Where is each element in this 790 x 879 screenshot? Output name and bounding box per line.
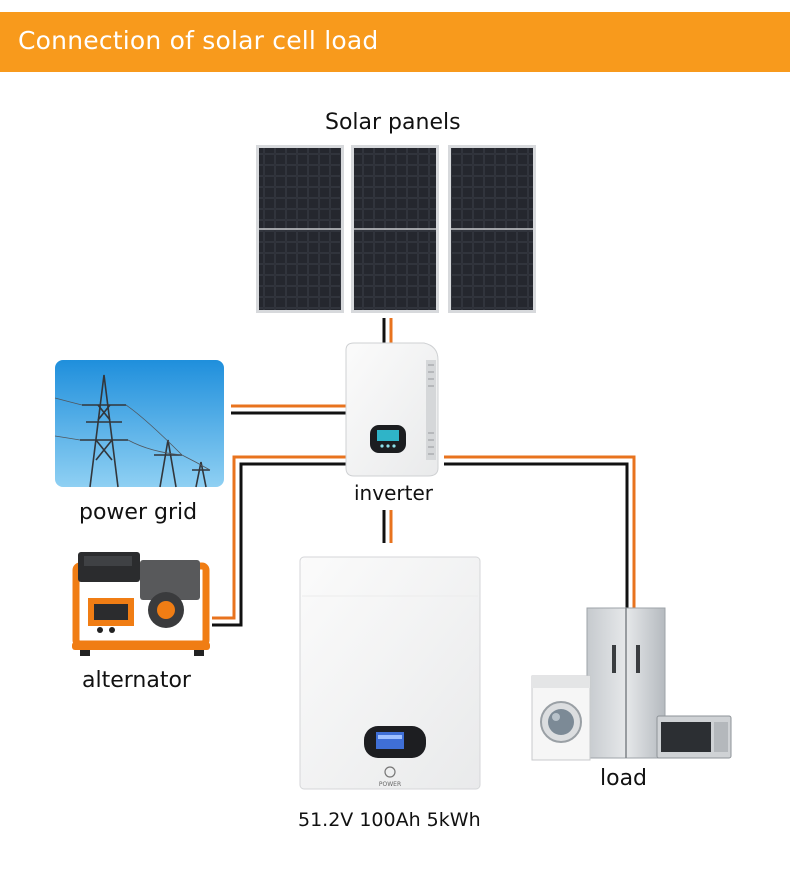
washing-machine-icon [531,675,591,761]
battery-spec-label: 51.2V 100Ah 5kWh [298,809,481,831]
wires [212,318,636,627]
power-grid-label: power grid [79,500,198,525]
solar-panel-icon [351,145,439,313]
inverter-label: inverter [354,481,433,505]
inverter-icon [345,342,439,477]
battery-brand-label: POWER [379,781,401,788]
refrigerator-icon [586,607,666,759]
solar-panels-label: Solar panels [325,110,461,135]
microwave-icon [656,715,732,759]
header-bar: Connection of solar cell load [0,12,790,72]
solar-panel-icon [256,145,344,313]
alternator-icon [72,552,210,656]
alternator-label: alternator [82,668,191,693]
battery-icon: POWER [299,556,481,790]
power-grid-icon [54,360,224,488]
solar-panel-icon [448,145,536,313]
load-label: load [600,766,648,791]
page-title: Connection of solar cell load [18,26,379,55]
